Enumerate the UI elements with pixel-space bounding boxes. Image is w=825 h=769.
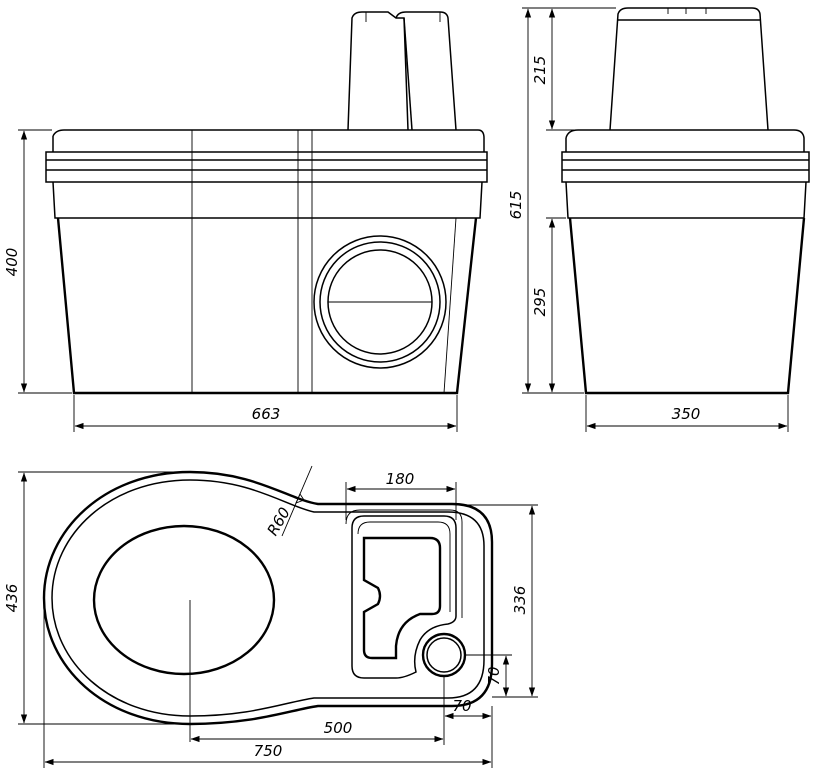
dim-180-label: 180 bbox=[386, 470, 415, 488]
dim-215-label: 215 bbox=[531, 56, 549, 85]
plan-tank-width-dimension: 180 bbox=[345, 470, 457, 520]
front-top-container bbox=[347, 11, 457, 131]
plan-drain-horizontal-offset: 70 bbox=[443, 676, 492, 722]
plan-total-length-dimension: 750 bbox=[43, 600, 493, 768]
side-top-container bbox=[609, 7, 769, 131]
plan-drain-vertical-offset: 70 bbox=[464, 654, 512, 697]
front-outlet bbox=[313, 235, 447, 369]
dim-r60-label: R60 bbox=[263, 504, 293, 539]
dim-295-label: 295 bbox=[531, 288, 549, 317]
dim-400-label: 400 bbox=[3, 248, 21, 277]
plan-outer-contour bbox=[42, 470, 494, 726]
dim-70-vertical-label: 70 bbox=[485, 666, 503, 685]
dim-70-horizontal-label: 70 bbox=[452, 697, 471, 715]
plan-tank-frame bbox=[351, 515, 457, 679]
plan-view: 180 R60 336 70 70 bbox=[3, 465, 538, 768]
dim-336-label: 336 bbox=[511, 586, 529, 615]
plan-drain bbox=[421, 632, 467, 678]
dim-615-label: 615 bbox=[507, 191, 525, 220]
dim-436-label: 436 bbox=[3, 584, 21, 613]
dim-750-label: 750 bbox=[254, 742, 283, 760]
side-dimensions: 615 215 295 bbox=[507, 7, 616, 394]
plan-inner-contour bbox=[51, 479, 485, 717]
front-height-dimension: 400 bbox=[3, 129, 72, 394]
front-view: 400 663 bbox=[3, 11, 488, 432]
front-width-dimension: 663 bbox=[73, 395, 458, 432]
side-lid bbox=[561, 129, 810, 219]
side-width-dimension: 350 bbox=[585, 395, 789, 432]
side-view: 615 215 295 350 bbox=[507, 7, 810, 432]
dim-500-label: 500 bbox=[324, 719, 353, 737]
plan-center-distance-dimension: 500 bbox=[190, 719, 445, 745]
front-lid bbox=[45, 129, 488, 219]
front-body bbox=[56, 130, 478, 395]
plan-tank-cavity bbox=[362, 536, 442, 660]
dim-350-label: 350 bbox=[672, 405, 701, 423]
side-body bbox=[568, 217, 806, 395]
plan-height-dimension: 436 bbox=[3, 471, 190, 725]
dim-663-label: 663 bbox=[252, 405, 281, 423]
plan-tank-height-dimension: 336 bbox=[456, 504, 538, 698]
plan-seat-hole bbox=[92, 524, 276, 676]
